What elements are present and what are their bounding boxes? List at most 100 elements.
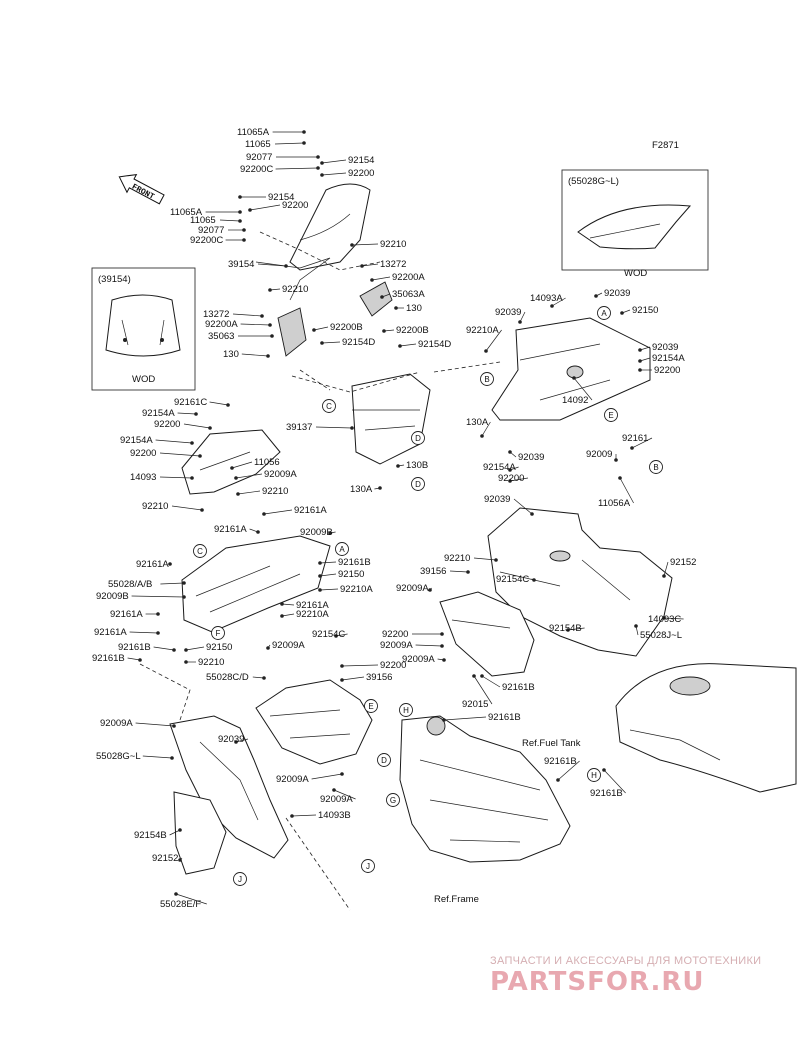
part-callout: 92161B	[318, 557, 371, 568]
svg-text:J: J	[238, 875, 242, 884]
svg-text:J: J	[366, 862, 370, 871]
part-number-label: 92039	[218, 734, 244, 745]
part-number-label: 92161B	[488, 712, 521, 723]
part-number-label: 14093B	[318, 810, 351, 821]
part-callout: 92009A	[234, 469, 297, 480]
figure-code: F2871	[652, 140, 679, 151]
part-callout: 39137	[286, 422, 354, 433]
part-callout: 92210	[268, 284, 308, 295]
part-callout: 92161B	[544, 756, 580, 782]
part-number-label: 92009A	[396, 583, 429, 594]
ref-letter-d-icon: D	[411, 477, 425, 491]
part-number-label: 35063A	[392, 289, 425, 300]
part-number-label: 92161A	[110, 609, 143, 620]
part-number-label: 92154A	[142, 408, 175, 419]
ref-frame-label: Ref.Frame	[434, 894, 479, 905]
part-callout: 39156	[340, 672, 392, 683]
part-callout: 92200	[340, 660, 406, 671]
part-callout: 13272	[360, 259, 406, 270]
inset-cowling-caption: WOD	[624, 268, 647, 279]
part-callout: 92009A	[402, 654, 446, 665]
part-callout: 92200A	[370, 272, 425, 283]
part-number-label: 92009A	[100, 718, 133, 729]
part-number-label: 92015	[462, 699, 488, 710]
ref-letter-d-icon: D	[411, 431, 425, 445]
part-callout: 92200C	[240, 164, 320, 175]
inner-panel-left	[181, 429, 281, 495]
part-callout: 92009A	[396, 583, 432, 594]
part-number-label: 92200B	[330, 322, 363, 333]
part-number-label: 92009A	[272, 640, 305, 651]
part-number-label: 92039	[484, 494, 510, 505]
front-arrow-icon: FRONT	[118, 173, 165, 205]
inset-windshield: (39154) WOD	[91, 267, 196, 391]
part-number-label: 92009B	[96, 591, 129, 602]
part-number-label: 13272	[203, 309, 229, 320]
part-callout: 92077	[246, 152, 320, 163]
part-number-label: 11065A	[237, 127, 270, 138]
ref-letter-d-icon: D	[377, 753, 391, 767]
part-number-label: 92200	[380, 660, 406, 671]
part-number-label: 92161B	[338, 557, 371, 568]
part-number-label: 39156	[366, 672, 392, 683]
part-callout: 11065	[245, 139, 306, 150]
part-callout: 130B	[396, 460, 428, 471]
part-number-label: 92009	[586, 449, 612, 460]
part-callout: 92161B	[590, 768, 626, 799]
part-callout: 92154C	[312, 629, 348, 640]
part-number-label: 130	[223, 349, 239, 360]
part-number-label: 92200	[498, 473, 524, 484]
ref-letter-b-icon: B	[649, 460, 663, 474]
part-callout: 92210A	[280, 609, 329, 620]
upper-cowl-left	[181, 535, 331, 633]
part-number-label: 39154	[228, 259, 254, 270]
inset-windshield-caption: WOD	[132, 374, 155, 385]
part-callout: 11056	[230, 457, 280, 470]
part-callout: 92039	[495, 307, 526, 324]
part-callout: 92161A	[214, 524, 260, 535]
part-number-label: 39137	[286, 422, 312, 433]
part-number-label: 92154B	[549, 623, 582, 634]
svg-text:D: D	[415, 434, 421, 443]
part-number-label: 130A	[466, 417, 489, 428]
part-callout: 39154	[228, 259, 288, 270]
part-number-label: 92150	[338, 569, 364, 580]
part-number-label: 92154	[348, 155, 374, 166]
part-number-label: 92210	[444, 553, 470, 564]
part-number-label: 92161	[622, 433, 648, 444]
part-number-label: 92039	[604, 288, 630, 299]
part-number-label: 92161A	[94, 627, 127, 638]
part-number-label: 92210A	[296, 609, 329, 620]
part-number-label: 92200C	[240, 164, 273, 175]
part-number-label: 92200	[130, 448, 156, 459]
part-callout: 92152	[152, 853, 183, 864]
part-callout: 92161A	[94, 627, 160, 638]
part-number-label: 92009A	[276, 774, 309, 785]
part-callout: 92200	[320, 168, 374, 179]
part-callout: 92009B	[96, 591, 186, 602]
svg-text:B: B	[484, 375, 489, 384]
part-callout: 92210A	[318, 584, 373, 595]
part-callout: 55028/A/B	[108, 579, 186, 590]
meter-bracket	[291, 371, 431, 465]
part-callout: 92009A	[266, 640, 305, 651]
part-number-label: 92200	[382, 629, 408, 640]
part-number-label: 11056	[254, 457, 280, 468]
inset-windshield-title: (39154)	[98, 274, 131, 285]
part-callout: 92009A	[380, 640, 444, 651]
part-callout: 92210	[236, 486, 288, 497]
part-callout: 14092	[562, 376, 593, 406]
part-callout: 55028J~L	[634, 624, 682, 641]
part-callout: 92210	[142, 501, 204, 512]
part-callout: 92009A	[100, 718, 176, 729]
part-number-label: 14092	[562, 395, 588, 406]
part-callout: 92077	[198, 225, 246, 236]
fuel-tank-ref	[615, 663, 797, 793]
part-callout: 14093B	[290, 810, 351, 821]
part-callout: 11056A	[598, 476, 634, 509]
part-number-label: 92161A	[214, 524, 247, 535]
part-callout: 92154B	[134, 828, 182, 841]
svg-text:C: C	[326, 402, 332, 411]
svg-text:D: D	[381, 756, 387, 765]
part-number-label: 92150	[206, 642, 232, 653]
